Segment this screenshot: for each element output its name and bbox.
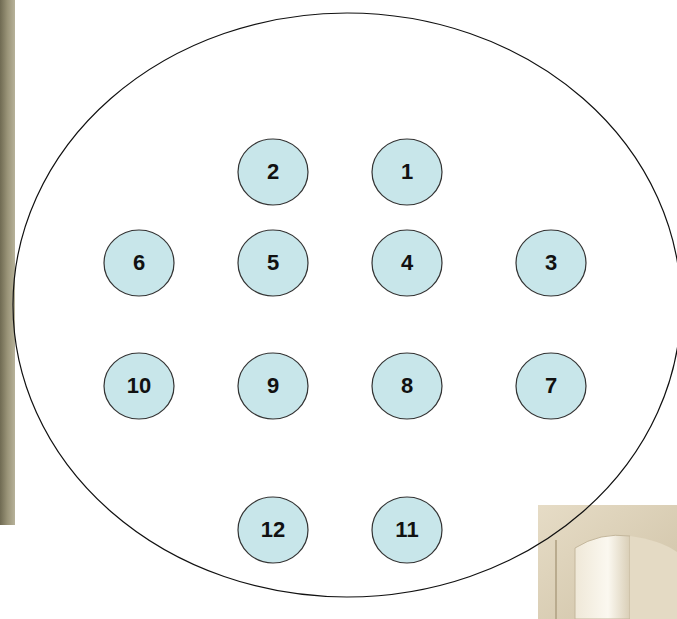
numbered-circle: 5: [237, 229, 309, 297]
numbered-circle: 6: [103, 229, 175, 297]
callout-number: 3: [545, 252, 557, 274]
callout-number: 12: [261, 519, 285, 541]
callout-number: 9: [267, 375, 279, 397]
numbered-circle: 9: [237, 352, 309, 420]
callout-number: 7: [545, 375, 557, 397]
callout-number: 4: [401, 252, 413, 274]
numbered-circle: 11: [371, 496, 443, 564]
callout-number: 1: [401, 161, 413, 183]
photo-corner: [538, 505, 677, 619]
numbered-circle: 1: [371, 138, 443, 206]
photo-strip: [0, 0, 15, 525]
numbered-circle: 10: [103, 352, 175, 420]
numbered-circle: 7: [515, 352, 587, 420]
callout-number: 2: [267, 161, 279, 183]
callout-number: 6: [133, 252, 145, 274]
callout-number: 5: [267, 252, 279, 274]
numbered-circle: 12: [237, 496, 309, 564]
callout-number: 11: [395, 519, 418, 541]
outer-ellipse: [13, 13, 677, 597]
callout-number: 10: [127, 375, 151, 397]
numbered-circle: 8: [371, 352, 443, 420]
numbered-circle: 3: [515, 229, 587, 297]
numbered-circle: 4: [371, 229, 443, 297]
numbered-circle: 2: [237, 138, 309, 206]
callout-number: 8: [401, 375, 413, 397]
